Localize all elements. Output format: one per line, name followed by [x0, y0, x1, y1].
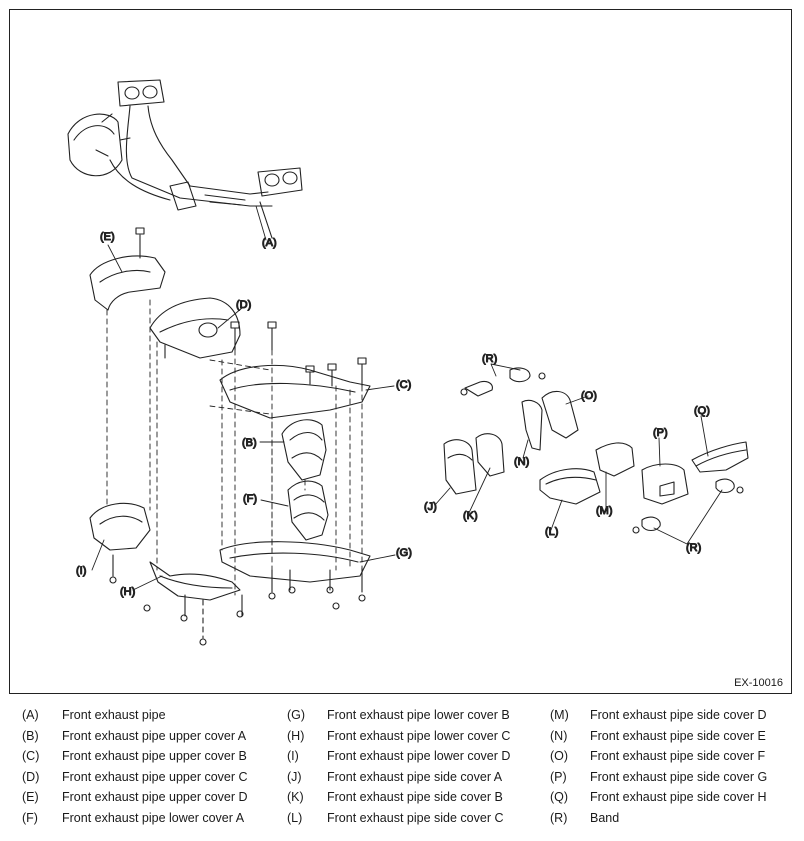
legend-column-2: (G)Front exhaust pipe lower cover B (H)F… — [287, 708, 510, 832]
legend-item: (P)Front exhaust pipe side cover G — [550, 769, 768, 784]
legend-item: (N)Front exhaust pipe side cover E — [550, 728, 766, 743]
legend-item: (Q)Front exhaust pipe side cover H — [550, 790, 767, 805]
callout-h: (H) — [120, 586, 135, 598]
callout-p: (P) — [653, 427, 668, 439]
callout-a: (A) — [262, 237, 277, 249]
exploded-diagram: (A) (E) (D) (C) (B) (F) (G) (H) (I) (R) … — [67, 79, 749, 646]
legend-item: (B)Front exhaust pipe upper cover A — [22, 728, 247, 743]
upper-cover-b — [219, 357, 371, 419]
legend-item: (F)Front exhaust pipe lower cover A — [22, 810, 245, 825]
lower-cover-b — [219, 541, 371, 593]
callout-b: (B) — [242, 437, 257, 449]
callout-d: (D) — [236, 299, 251, 311]
callout-k: (K) — [463, 510, 478, 522]
callout-o: (O) — [581, 390, 597, 402]
callout-labels: (A) (E) (D) (C) (B) (F) (G) (H) (I) (R) … — [75, 230, 710, 598]
callout-q: (Q) — [694, 405, 710, 417]
side-covers — [443, 367, 749, 534]
legend-column-3: (M)Front exhaust pipe side cover D (N)Fr… — [550, 708, 767, 832]
callout-r-bottom: (R) — [686, 542, 701, 554]
leader-lines — [91, 205, 723, 591]
alignment-lines — [106, 299, 363, 596]
callout-l: (L) — [545, 526, 558, 538]
legend-column-1: (A)Front exhaust pipe (B)Front exhaust p… — [22, 708, 248, 832]
upper-cover-c — [149, 297, 277, 359]
upper-cover-a — [281, 419, 327, 481]
lower-cover-a — [287, 480, 329, 541]
upper-cover-d — [89, 227, 166, 311]
legend-item: (M)Front exhaust pipe side cover D — [550, 708, 767, 722]
legend-item: (R)Band — [550, 810, 620, 825]
legend-item: (L)Front exhaust pipe side cover C — [287, 810, 504, 825]
legend-item: (O)Front exhaust pipe side cover F — [550, 749, 766, 764]
callout-g: (G) — [396, 547, 412, 559]
callout-i: (I) — [76, 565, 86, 577]
lower-cover-d — [89, 502, 151, 577]
callout-c: (C) — [396, 379, 411, 391]
legend-item: (C)Front exhaust pipe upper cover B — [22, 749, 247, 764]
fasteners — [109, 576, 366, 646]
parts-legend: (A)Front exhaust pipe (B)Front exhaust p… — [0, 708, 804, 838]
legend-item: (H)Front exhaust pipe lower cover C — [287, 728, 511, 743]
callout-n: (N) — [514, 456, 529, 468]
legend-item: (D)Front exhaust pipe upper cover C — [22, 769, 248, 784]
legend-item: (G)Front exhaust pipe lower cover B — [287, 708, 510, 722]
front-exhaust-pipe — [67, 79, 303, 239]
legend-item: (J)Front exhaust pipe side cover A — [287, 769, 503, 784]
diagram-frame: (A) (E) (D) (C) (B) (F) (G) (H) (I) (R) … — [9, 9, 792, 694]
figure-code: EX-10016 — [734, 677, 783, 689]
legend-item: (K)Front exhaust pipe side cover B — [287, 790, 503, 805]
legend-item: (E)Front exhaust pipe upper cover D — [22, 790, 248, 805]
callout-j: (J) — [424, 501, 437, 513]
legend-item: (I)Front exhaust pipe lower cover D — [287, 749, 511, 764]
callout-f: (F) — [243, 493, 257, 505]
legend-item: (A)Front exhaust pipe — [22, 708, 166, 722]
callout-r-top: (R) — [482, 353, 497, 365]
callout-e: (E) — [100, 231, 115, 243]
lower-cover-c — [149, 561, 243, 617]
callout-m: (M) — [596, 505, 613, 517]
